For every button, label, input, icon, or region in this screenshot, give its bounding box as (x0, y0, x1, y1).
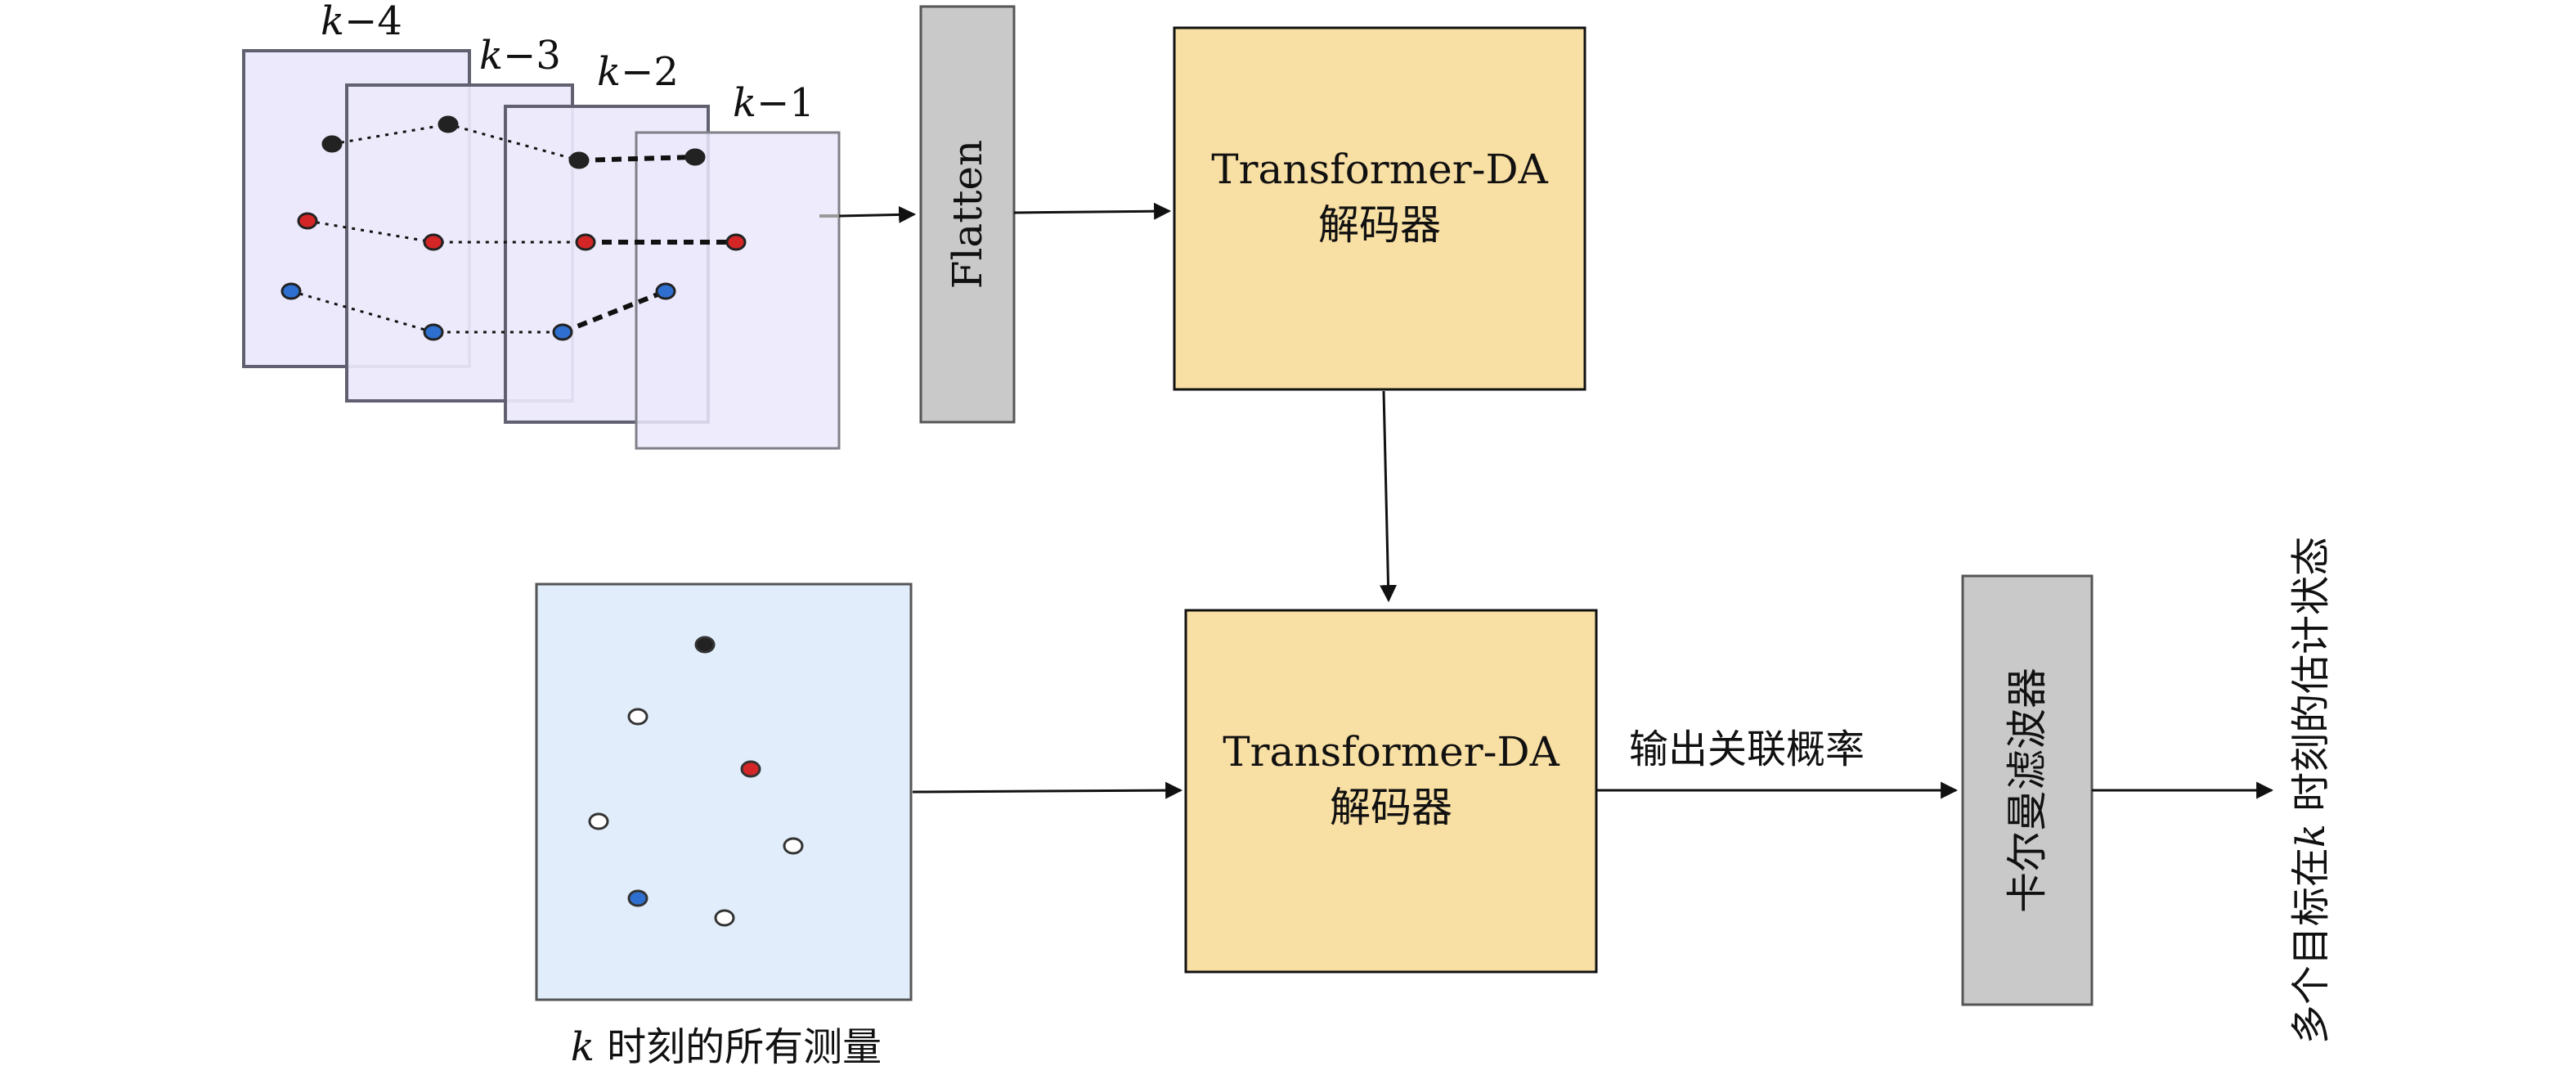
decoder-top-line2: 解码器 (1318, 201, 1441, 249)
flatten-label: Flatten (944, 140, 991, 289)
frame-label-k-4: k−4 (321, 0, 402, 44)
track-point-black (438, 115, 459, 133)
track-point-black (568, 151, 590, 169)
measurement-point-clutter (783, 837, 804, 855)
track-point-blue (655, 282, 676, 300)
track-blue-dashed (561, 289, 667, 335)
measurements (588, 636, 804, 927)
arrow-frames-to-flatten (838, 205, 917, 223)
arrow-flatten-to-decoder (1013, 202, 1172, 220)
kalman-filter-label: 卡尔曼滤波器 (2004, 668, 2051, 913)
track-blue-dotted (290, 290, 563, 334)
measurement-point-red (740, 760, 761, 778)
track-point-red (423, 233, 444, 251)
track-point-red (297, 212, 318, 230)
track-point-red (575, 233, 596, 251)
arrow-measurements-to-decoder (912, 781, 1183, 799)
measurement-point-blue (627, 889, 648, 907)
frame-label-k-3: k−3 (479, 33, 561, 79)
arrow-decoder-to-decoder (1380, 390, 1398, 603)
track-black-dashed (578, 155, 696, 163)
measurement-point-clutter (588, 812, 609, 830)
kalman-filter-block (1961, 574, 2094, 1006)
decoder-bottom-line2: 解码器 (1330, 784, 1452, 831)
track-point-blue (423, 323, 444, 341)
flatten-block (919, 5, 1016, 424)
measurements-caption: k 时刻的所有测量 (571, 1024, 882, 1070)
measurements-panel (535, 582, 913, 1001)
frame-label-k-1: k−1 (733, 80, 815, 126)
track-point-red (725, 233, 747, 251)
frame-label-k-2: k−2 (597, 49, 679, 95)
track-point-black (321, 135, 343, 153)
edge-label-association: 输出关联概率 (1629, 726, 1865, 772)
measurement-point-black (694, 636, 716, 654)
measurement-point-clutter (714, 909, 735, 927)
decoder-block-top (1173, 26, 1586, 391)
decoder-top-line1: Transformer-DA (1211, 146, 1548, 193)
track-points (280, 115, 747, 341)
track-point-blue (552, 323, 573, 341)
track-point-black (684, 148, 706, 166)
decoder-bottom-line1: Transformer-DA (1223, 728, 1560, 776)
track-point-blue (280, 282, 302, 300)
decoder-block-bottom (1184, 609, 1598, 974)
output-state-label: 多个目标在k 时刻的估计状态 (2288, 537, 2334, 1044)
measurement-point-clutter (627, 708, 648, 726)
